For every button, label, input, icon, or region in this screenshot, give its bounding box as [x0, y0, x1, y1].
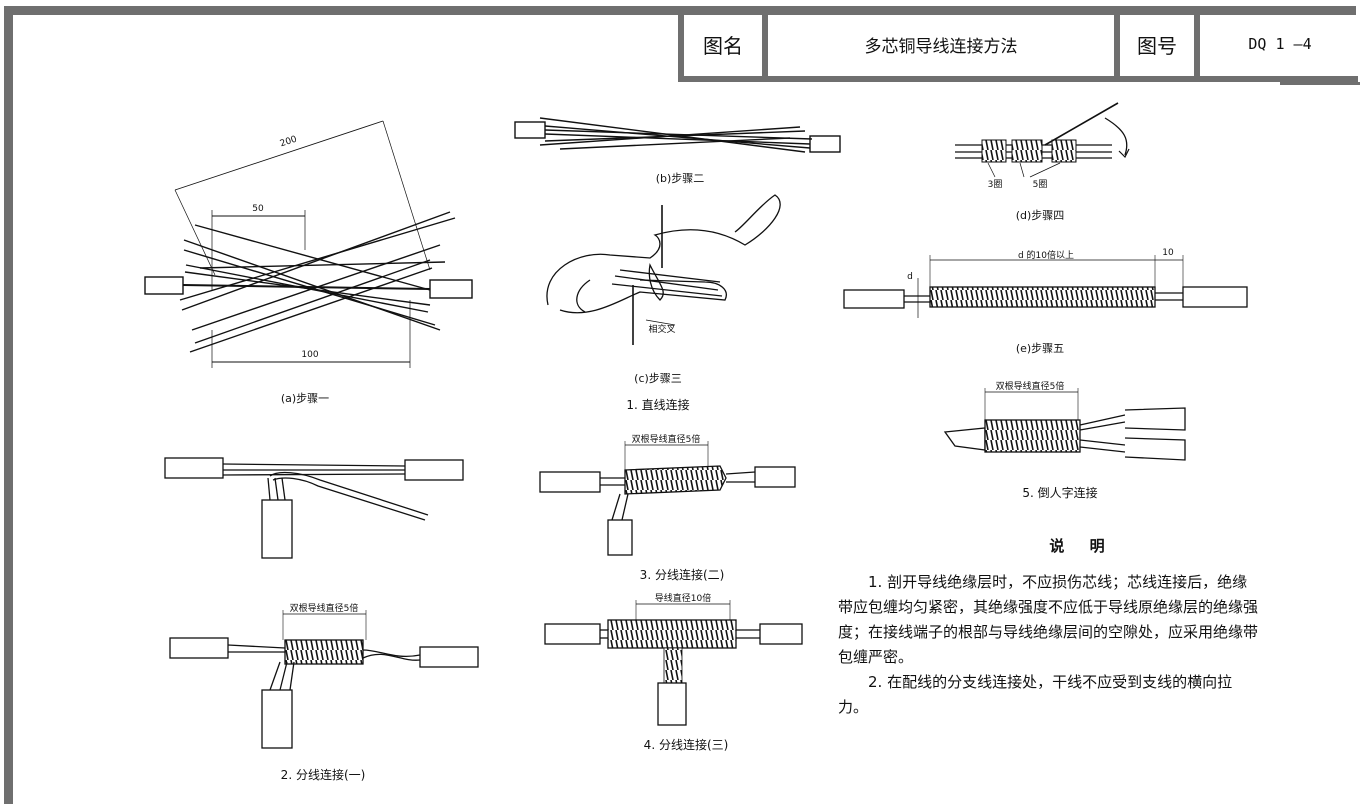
title-block-divider — [1114, 12, 1120, 76]
figure-branch-prep — [164, 457, 464, 559]
caption-a: (a)步骤一 — [280, 392, 330, 405]
title-block-divider — [762, 12, 768, 76]
caption-sec2: 2. 分线连接(一) — [280, 768, 366, 782]
caption-sec3: 3. 分线连接(二) — [639, 568, 725, 582]
figure-d-step4 — [955, 102, 1130, 178]
figure-a-step1 — [144, 120, 473, 368]
note-item: 2. 在配线的分支线连接处，干线不应受到支线的横向拉力。 — [838, 673, 1233, 716]
title-block-rule — [1280, 82, 1360, 85]
figure-sec3-joint — [539, 441, 796, 556]
dim-sec4: 导线直径10倍 — [654, 594, 712, 604]
dim-50: 50 — [252, 204, 264, 214]
title-block-divider — [1194, 12, 1200, 76]
drawing-number: DQ 1 —4 — [1248, 35, 1312, 53]
note-item: 1. 剖开导线绝缘层时，不应损伤芯线；芯线连接后，绝缘带应包缠均匀紧密，其绝缘强… — [838, 573, 1259, 666]
label-5-turns: 5圈 — [1032, 180, 1048, 190]
figure-e-step5 — [843, 255, 1248, 318]
notes-body: 1. 剖开导线绝缘层时，不应损伤芯线；芯线连接后，绝缘带应包缠均匀紧密，其绝缘强… — [838, 570, 1258, 720]
dim-sec5: 双根导线直径5倍 — [995, 382, 1065, 392]
caption-b: (b)步骤二 — [655, 172, 705, 185]
drawing-name: 多芯铜导线连接方法 — [864, 36, 1018, 57]
caption-sec1: 1. 直线连接 — [626, 398, 690, 412]
label-3-turns: 3圈 — [987, 180, 1003, 190]
title-block: 图名 多芯铜导线连接方法 图号 DQ 1 —4 — [678, 12, 1358, 82]
dim-e-10: 10 — [1162, 248, 1174, 258]
dim-sec3: 双根导线直径5倍 — [631, 435, 701, 445]
caption-e: (e)步骤五 — [1015, 342, 1065, 355]
caption-c: (c)步骤三 — [634, 372, 682, 385]
notes-heading: 说 明 — [1049, 537, 1115, 555]
caption-sec4: 4. 分线连接(三) — [643, 738, 729, 752]
caption-sec5: 5. 倒人字连接 — [1022, 486, 1098, 500]
figure-sec5-joint — [943, 388, 1186, 461]
figure-sec4-joint — [544, 600, 803, 726]
drawing-number-label: 图号 — [1137, 33, 1177, 58]
dim-100: 100 — [301, 350, 319, 360]
dim-sec2: 双根导线直径5倍 — [289, 604, 359, 614]
figure-b-step2 — [514, 117, 841, 153]
caption-d: (d)步骤四 — [1015, 209, 1065, 222]
label-cross: 相交叉 — [648, 325, 676, 335]
figure-c-step3 — [546, 194, 781, 345]
drawing-frame — [4, 6, 1356, 804]
dim-e-length: d 的10倍以上 — [1017, 251, 1075, 261]
dim-e-d: d — [907, 272, 913, 282]
drawing-name-label: 图名 — [703, 33, 743, 58]
figure-sec2-joint — [169, 610, 479, 749]
